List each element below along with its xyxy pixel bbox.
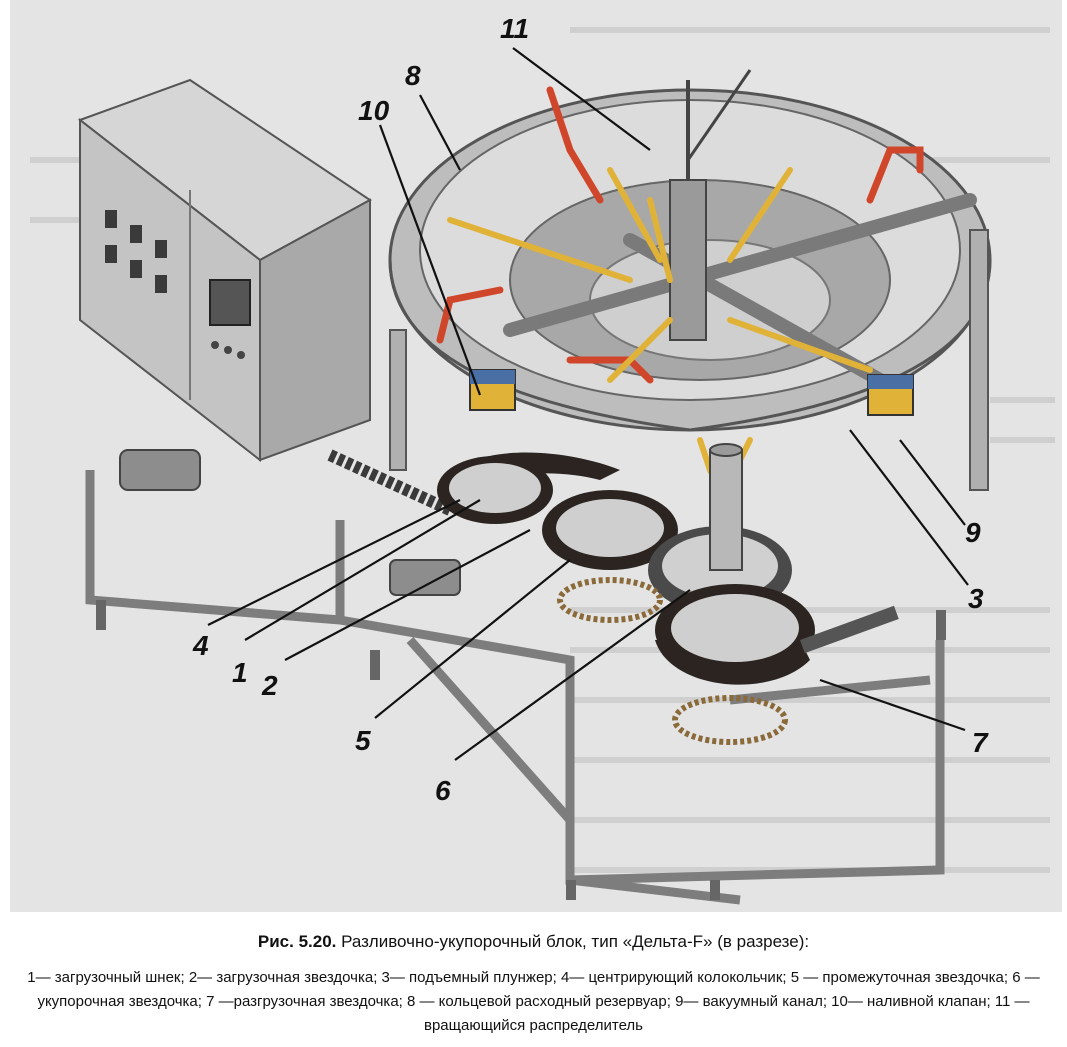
control-display <box>209 279 251 326</box>
discharge-conveyor <box>800 605 899 654</box>
frame-feet <box>96 600 946 900</box>
cabinet-switches <box>105 210 167 293</box>
support-posts <box>389 229 989 491</box>
feed-screw <box>327 449 453 516</box>
callout-2: 2 <box>261 670 278 701</box>
callout-11: 11 <box>500 13 529 44</box>
figure-caption-title: Рис. 5.20. Разливочно-укупорочный блок, … <box>0 932 1067 952</box>
callout-1: 1 <box>232 657 248 688</box>
callout-3: 3 <box>968 583 984 614</box>
figure-legend: 1— загрузочный шнек; 2— загрузочная звез… <box>27 969 1040 1034</box>
figure-number: Рис. 5.20. <box>257 932 337 951</box>
callout-5: 5 <box>355 725 371 756</box>
motors <box>119 449 461 596</box>
filling-capping-block-drawing: 11 8 10 9 3 4 1 2 5 6 7 <box>30 13 1055 905</box>
leader-lines <box>207 47 969 761</box>
drive-gears <box>557 577 788 745</box>
callout-7: 7 <box>972 727 989 758</box>
callout-4: 4 <box>192 630 209 661</box>
callout-labels: 11 8 10 9 3 4 1 2 5 6 7 <box>192 13 989 806</box>
machine-illustration: 11 8 10 9 3 4 1 2 5 6 7 <box>10 0 1062 912</box>
yellow-pipes <box>447 167 873 474</box>
control-cabinet <box>77 78 372 463</box>
callout-10: 10 <box>358 95 390 126</box>
star-wheels <box>437 443 899 685</box>
callout-6: 6 <box>435 775 451 806</box>
central-column <box>669 69 752 341</box>
capping-column <box>709 449 743 571</box>
callout-9: 9 <box>965 517 981 548</box>
figure-title: Разливочно-укупорочный блок, тип «Дельта… <box>341 932 810 951</box>
cabinet-buttons <box>211 341 245 359</box>
base-frame <box>85 470 945 905</box>
callout-8: 8 <box>405 60 421 91</box>
